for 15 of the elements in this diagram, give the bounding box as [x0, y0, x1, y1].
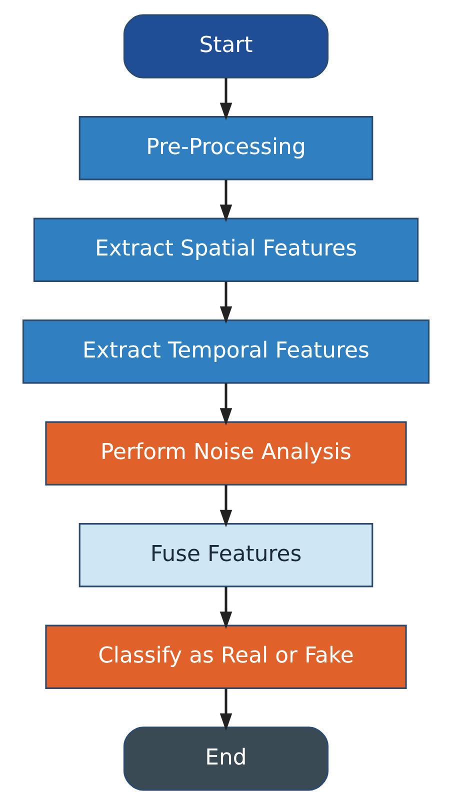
arrow: [220, 282, 232, 324]
node-box: Start: [123, 14, 329, 78]
node-box: Extract Temporal Features: [22, 320, 430, 384]
node-box: Perform Noise Analysis: [45, 421, 407, 486]
node-box: Extract Spatial Features: [33, 218, 419, 282]
arrow: [220, 485, 232, 528]
node-box: End: [123, 726, 329, 791]
node-box: Pre-Processing: [78, 116, 374, 180]
node-box: Fuse Features: [78, 523, 374, 588]
arrow: [220, 180, 232, 222]
node-box: Classify as Real or Fake: [45, 624, 407, 689]
arrow: [220, 78, 232, 120]
arrow: [220, 586, 232, 630]
arrow: [220, 688, 232, 731]
arrow: [220, 383, 232, 426]
